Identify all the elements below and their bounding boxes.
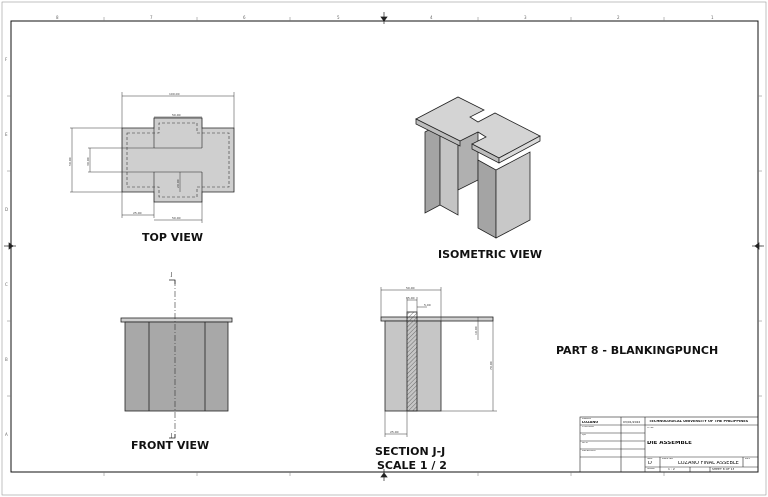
- col-label-5: 5: [337, 15, 340, 20]
- row-label-d: D: [5, 207, 9, 212]
- section-marker-top: J: [171, 272, 173, 278]
- dim-section-base: 25.00: [390, 430, 399, 434]
- tb-dwg-label: DWG NO: [662, 458, 673, 460]
- dim-top-height: 50.00: [68, 157, 72, 166]
- top-view-outline: [121, 117, 235, 203]
- col-label-1: 1: [711, 15, 714, 20]
- tb-qa-label: QA: [582, 434, 586, 436]
- tb-size: D: [648, 461, 652, 466]
- zone-ticks: [7, 17, 762, 476]
- tb-title: DIE ASSEMBLE: [647, 441, 692, 446]
- col-label-4: 4: [430, 15, 433, 20]
- row-label-b: B: [5, 357, 8, 362]
- row-label-e: E: [5, 132, 8, 137]
- part-title: PART 8 - BLANKINGPUNCH: [556, 344, 719, 357]
- tb-mfg-label: MFG: [582, 442, 588, 444]
- tb-drawn-label: DRAWN: [582, 418, 592, 420]
- tb-scale-label: SCALE: [647, 468, 656, 470]
- tb-size-label: SIZE: [647, 458, 653, 460]
- top-view-hidden-outline: [126, 122, 230, 198]
- centering-marks: [4, 12, 764, 481]
- tb-scale: 1 : 2: [668, 468, 675, 471]
- tb-approved-label: APPROVED: [582, 450, 596, 452]
- dim-section-flange: 10.00: [474, 326, 478, 335]
- dim-top-slot-width: 50.00: [172, 113, 181, 117]
- top-view-label: TOP VIEW: [142, 231, 203, 244]
- section-scale-label: SCALE 1 / 2: [377, 459, 447, 472]
- col-label-2: 2: [617, 15, 620, 20]
- tb-checked-label: CHECKED: [582, 426, 595, 428]
- dim-top-inner-height: 30.00: [86, 157, 90, 166]
- drawing-frame: [10, 20, 759, 473]
- section-view: [380, 287, 497, 437]
- tb-organization: TECHNOLOGICAL UNIVERSITY OF THE PHILIPPI…: [649, 420, 749, 423]
- row-label-f: F: [5, 57, 8, 62]
- tb-title-label: TITLE: [647, 427, 654, 429]
- col-label-6: 6: [243, 15, 246, 20]
- dim-section-offset: 5.00: [424, 303, 431, 307]
- row-label-a: A: [5, 432, 8, 437]
- title-block: [579, 416, 759, 473]
- col-label-3: 3: [524, 15, 527, 20]
- dim-top-slot-depth: 20.00: [176, 179, 180, 188]
- dim-section-height: 70.00: [489, 361, 493, 370]
- col-label-8: 8: [56, 15, 59, 20]
- tb-rev-label: REV: [745, 458, 751, 460]
- row-label-c: C: [5, 282, 8, 287]
- tb-drawn-by: LOZANO: [582, 421, 599, 424]
- col-label-7: 7: [150, 15, 153, 20]
- front-view-label: FRONT VIEW: [131, 439, 210, 452]
- tb-sheet: SHEET 8 OF 13: [712, 468, 735, 471]
- isometric-view: [415, 96, 541, 239]
- dim-top-bottom-slot: 50.00: [172, 216, 181, 220]
- dim-top-overall-width: 100.00: [169, 92, 180, 96]
- front-view: [120, 279, 233, 439]
- dim-section-insert: 15.00: [406, 296, 415, 300]
- section-view-label: SECTION J-J: [375, 445, 446, 458]
- tb-date: 03/01/2022: [623, 421, 641, 424]
- dim-top-bottom-left: 25.00: [133, 211, 142, 215]
- top-view: [70, 92, 235, 223]
- tb-dwg-no: LOZANO FINAL ASSEBLE: [678, 461, 739, 466]
- dim-section-width: 50.00: [406, 286, 415, 290]
- section-marker-bottom: J: [171, 433, 173, 439]
- isometric-view-label: ISOMETRIC VIEW: [438, 248, 543, 261]
